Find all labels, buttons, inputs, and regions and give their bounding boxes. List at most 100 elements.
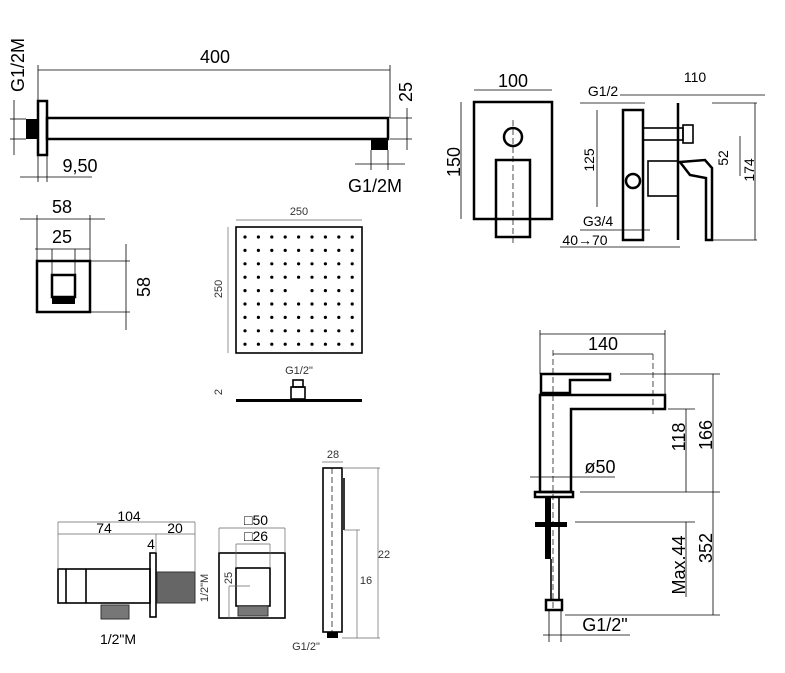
nozzle-dot [310,235,314,239]
nozzle-dot [297,329,301,333]
mixer-total-height-label: 174 [741,158,757,182]
shower-arm-drawing: 400 25 G1/2M 9,50 G1/2M [8,38,416,196]
nozzle-dot [270,289,274,293]
concealed-mixer-side: 110 G1/2 125 52 174 G3/4 40→70 [560,69,765,248]
mixer-spacing-label: 125 [581,148,597,172]
nozzle-dot [310,329,314,333]
nozzle-dot [256,289,260,293]
flange-width-label: 58 [52,197,72,217]
nozzle-dot [337,262,341,266]
nozzle-dot [297,302,301,306]
nozzle-dot [283,275,287,279]
basin-mixer-drawing: 140 166 118 ø50 Max.44 352 G1/2" [530,330,720,642]
nozzle-dot [243,289,247,293]
nozzle-dot [323,289,327,293]
nozzle-dot [337,235,341,239]
nozzle-dot [283,235,287,239]
elbow-thread-length-label: 20 [167,520,183,536]
shower-head-drawing: 250 250 G1/2" 2 [213,206,363,402]
nozzle-dot [243,315,247,319]
arm-flange-label: 9,50 [62,156,97,176]
nozzle-dot [323,329,327,333]
basin-counter-max-label: Max.44 [669,535,689,594]
nozzle-dot [270,262,274,266]
arm-length-label: 400 [200,47,230,67]
nozzle-dot [310,315,314,319]
nozzle-dot [283,315,287,319]
nozzle-dot [243,302,247,306]
nozzle-dot [283,302,287,306]
nozzle-dot [310,289,314,293]
basin-total-height-label: 166 [696,420,716,450]
basin-hose-label: 352 [696,533,716,563]
hand-width-label: 28 [327,449,339,461]
nozzle-dot [283,329,287,333]
nozzle-dot [350,248,354,252]
nozzle-dot [243,262,247,266]
wall-flange-drawing: 58 25 58 [20,197,154,330]
nozzle-dot [350,315,354,319]
nozzle-dot [310,248,314,252]
nozzle-dot [350,342,354,346]
nozzle-dot [310,262,314,266]
nozzle-dot [243,342,247,346]
nozzle-dot [283,262,287,266]
nozzle-dot [270,329,274,333]
nozzle-dot [270,342,274,346]
elbow-total-label: 104 [117,508,141,524]
nozzle-dot [256,275,260,279]
elbow-flange-label: 4 [147,536,155,552]
nozzle-dot [337,275,341,279]
mixer-install-depth-label: 40→70 [562,232,607,248]
nozzle-dot [323,235,327,239]
mixer-depth-label: 110 [684,69,707,85]
head-thickness-label: 2 [213,389,225,395]
nozzle-dot [256,329,260,333]
nozzle-dot [337,315,341,319]
hand-shower-drawing: 28 22 16 G1/2" [292,449,390,653]
nozzle-dot [310,342,314,346]
basin-connection-label: G1/2" [582,615,627,635]
concealed-mixer-front: 100 150 [444,71,554,245]
flange-inner-label: 25 [52,227,72,247]
basin-reach-label: 140 [588,334,618,354]
nozzle-dot [350,289,354,293]
nozzle-dot [283,342,287,346]
nozzle-dot [350,302,354,306]
hand-connection-label: G1/2" [292,641,320,653]
nozzle-dot [270,302,274,306]
nozzle-dot [323,262,327,266]
elbow-square-outer-label: □50 [244,512,268,528]
nozzle-dot [310,275,314,279]
nozzle-dot [283,289,287,293]
mixer-width-label: 100 [498,71,528,91]
nozzle-dot [323,302,327,306]
nozzle-dot [350,329,354,333]
nozzle-dot [256,342,260,346]
hand-length-label: 22 [378,549,390,561]
nozzle-dot [297,262,301,266]
nozzle-dot [297,248,301,252]
nozzle-dot [350,262,354,266]
nozzle-dot [256,302,260,306]
wall-elbow-drawing: 104 74 20 4 1/2"M 1/2"M □50 □26 25 [57,508,286,647]
basin-spout-height-label: 118 [669,423,689,452]
arm-outlet-label: G1/2M [348,176,402,196]
nozzle-dot [297,275,301,279]
flange-height-label: 58 [134,277,154,297]
mixer-height-label: 150 [444,147,464,177]
nozzle-dot [323,342,327,346]
nozzle-dot [243,275,247,279]
nozzle-dot [297,235,301,239]
nozzle-dot [337,329,341,333]
nozzle-dot [270,248,274,252]
nozzle-dot [270,235,274,239]
nozzle-dot [323,275,327,279]
nozzle-dot [256,262,260,266]
elbow-thread-label: 1/2"M [199,574,211,602]
nozzle-dot [283,248,287,252]
nozzle-grid [243,235,354,346]
nozzle-dot [337,248,341,252]
nozzle-dot [337,342,341,346]
head-connection-label: G1/2" [285,365,313,377]
